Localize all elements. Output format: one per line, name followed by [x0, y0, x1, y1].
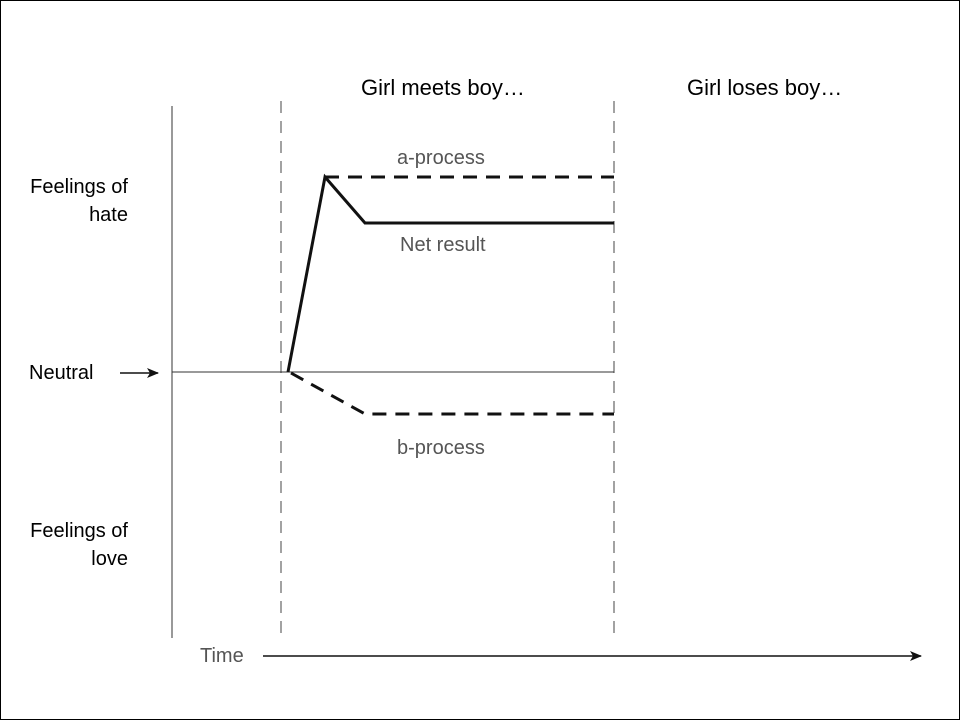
love-label-line1: Feelings of [30, 520, 128, 542]
hate-label-line2: hate [89, 204, 128, 226]
time-axis-label: Time [200, 645, 244, 667]
love-label-line2: love [91, 548, 128, 570]
b-process-label: b-process [397, 437, 485, 459]
net-result-curve [286, 173, 614, 373]
net-result-label: Net result [400, 234, 486, 256]
hate-label-line1: Feelings of [30, 176, 128, 198]
love-label: Feelings of love [1, 517, 128, 573]
neutral-label: Neutral [29, 362, 94, 384]
b-process-curve [290, 371, 614, 416]
a-process-label: a-process [397, 147, 485, 169]
phase-label-loses: Girl loses boy… [687, 75, 843, 100]
hate-label: Feelings of hate [1, 173, 128, 229]
phase-label-meets: Girl meets boy… [361, 75, 525, 100]
